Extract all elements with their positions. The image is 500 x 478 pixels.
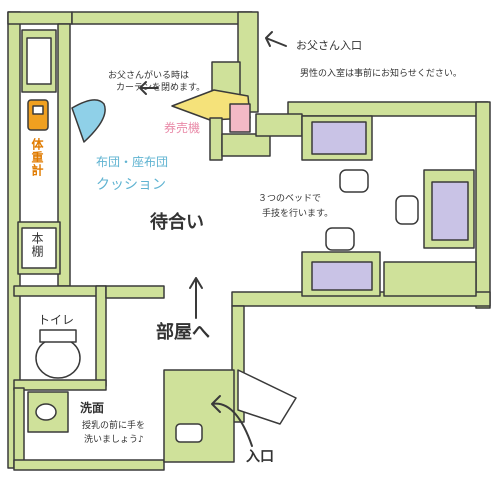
- arrow-father: [265, 31, 287, 47]
- arrow-curtain: [139, 81, 159, 95]
- father-entrance-label: お父さん入口: [296, 39, 362, 52]
- futon-cushion-label-1: 布団・座布団: [96, 155, 169, 169]
- futon-cushion-label-2: クッション: [96, 177, 166, 193]
- scale-icon: [27, 99, 49, 131]
- toilet-room-wall: [13, 285, 107, 297]
- arrow-entrance: [211, 395, 253, 447]
- sink-note-2: 洗いましょう♪: [84, 435, 144, 445]
- beds-note-1: ３つのベッドで: [258, 194, 322, 204]
- ticket-machine-label: 券売機: [164, 121, 201, 135]
- curtain-note-2: カーテンを閉めます。: [116, 83, 206, 93]
- wall-top-left: [7, 11, 73, 25]
- sink-note-1: 授乳の前に手を: [82, 421, 146, 431]
- shoe-cabinet: [163, 369, 235, 463]
- chair-2: [395, 195, 419, 225]
- entrance-door: [237, 369, 297, 425]
- beds-note-2: 手技を行います。: [262, 209, 334, 219]
- sink-label: 洗面: [80, 401, 105, 415]
- bookshelf-label: 本棚: [30, 232, 44, 258]
- curtain: [71, 99, 106, 143]
- toilet-label: トイレ: [38, 313, 75, 327]
- father-note: 男性の入室は事前にお知らせください。: [300, 69, 462, 79]
- toilet-icon: [35, 337, 81, 379]
- arrow-rooms: [189, 277, 203, 319]
- partition-middle: [105, 285, 165, 299]
- waiting-area-label: 待合い: [150, 212, 204, 233]
- entrance-label: 入口: [246, 449, 274, 465]
- chair-3: [325, 227, 355, 251]
- scale-label: 体重計: [30, 138, 44, 177]
- sink-icon: [35, 403, 57, 421]
- wall-right-wing-top: [287, 101, 489, 117]
- wall-top: [71, 11, 253, 25]
- to-rooms-label: 部屋へ: [156, 322, 210, 343]
- chair-1: [339, 169, 369, 193]
- curtain-note-1: お父さんがいる時は: [108, 71, 190, 81]
